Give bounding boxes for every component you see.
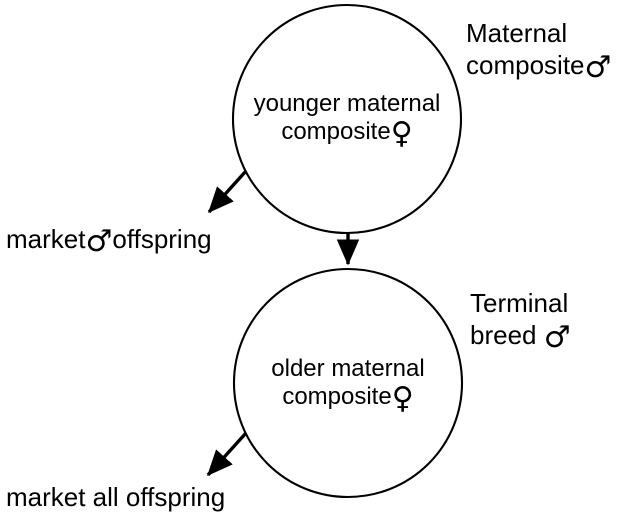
node-label-line1: younger maternal xyxy=(253,90,441,117)
side-label-maternal-composite-sire: Maternal composite♂ xyxy=(466,18,612,85)
male-symbol: ♂ xyxy=(543,320,571,355)
node-label-older-maternal-composite: older maternal composite♀ xyxy=(234,355,462,416)
node-label-line1: older maternal xyxy=(271,355,425,382)
node-label-younger-maternal-composite: younger maternal composite♀ xyxy=(233,90,461,151)
female-symbol: ♀ xyxy=(390,116,413,151)
node-label-line2: composite♀ xyxy=(281,116,413,151)
output-text-before: market all offspring xyxy=(6,482,226,512)
male-symbol: ♂ xyxy=(584,50,612,85)
arrow-younger-to-market-offspring xyxy=(207,169,248,214)
female-symbol: ♀ xyxy=(391,381,414,416)
output-text-before: market xyxy=(6,224,86,254)
male-symbol: ♂ xyxy=(85,224,113,259)
side-label-line2: breed ♂ xyxy=(470,320,571,355)
output-label-market-male-offspring: market♂offspring xyxy=(6,221,212,259)
output-text-after: offspring xyxy=(112,224,212,254)
node-label-line2: composite♀ xyxy=(282,381,414,416)
node-circle-older-maternal-composite[interactable] xyxy=(232,267,464,499)
side-label-line2: composite♂ xyxy=(466,50,612,85)
side-label-line1: Terminal xyxy=(470,288,569,318)
side-label-line1: Maternal xyxy=(466,18,568,48)
side-label-terminal-breed-sire: Terminal breed ♂ xyxy=(470,288,571,355)
arrow-older-to-market-all-offspring xyxy=(206,431,248,477)
output-label-market-all-offspring: market all offspring xyxy=(6,482,225,513)
